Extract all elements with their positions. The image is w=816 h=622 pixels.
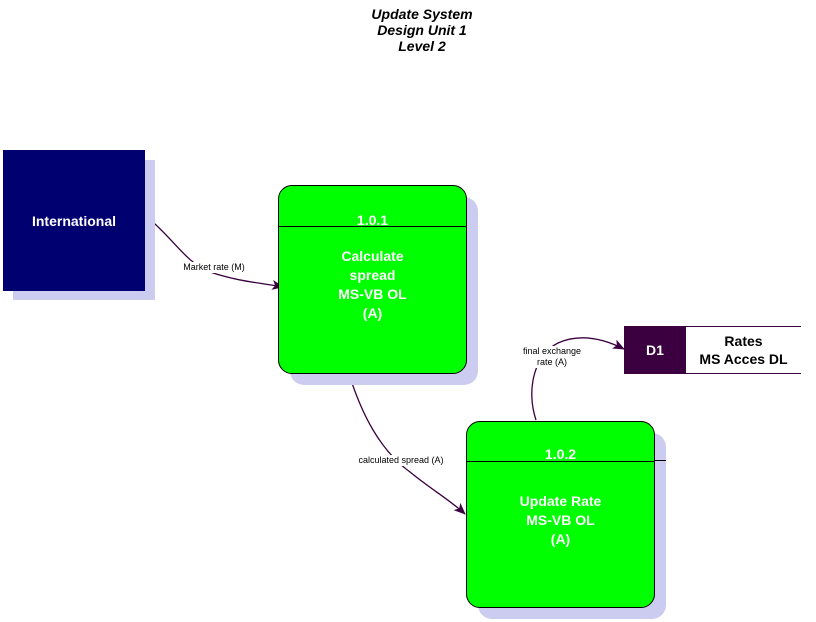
process-name-line: (A) <box>550 531 571 547</box>
process-update-rate[interactable]: 1.0.2 Update Rate MS-VB OL (A) <box>466 421 655 608</box>
flow-label-line: calculated spread (A) <box>358 455 444 465</box>
process-name-line: MS-VB OL <box>526 512 595 528</box>
process-id: 1.0.1 <box>356 212 389 228</box>
process-name-line: MS-VB OL <box>338 286 407 302</box>
process-calculate-spread[interactable]: 1.0.1 Calculate spread MS-VB OL (A) <box>278 185 467 374</box>
flow-label-line: final exchange <box>522 346 582 356</box>
process-name-line: (A) <box>362 305 383 321</box>
flow-label-line: rate (A) <box>536 357 567 367</box>
process-name: Calculate spread MS-VB OL (A) <box>279 247 466 323</box>
flow-calculated-spread-line <box>348 373 466 515</box>
title-line-2: Design Unit 1 <box>377 22 467 38</box>
flow-label-calculated-spread: calculated spread (A) <box>346 455 456 466</box>
data-store-id[interactable]: D1 <box>624 326 686 374</box>
data-store-id-label: D1 <box>646 342 664 358</box>
process-divider <box>279 226 466 227</box>
data-store-name-line: MS Acces DL <box>699 351 788 367</box>
entity-label: International <box>31 212 116 229</box>
process-name-line: Update Rate <box>519 493 602 509</box>
title-line-3: Level 2 <box>398 38 446 54</box>
process-divider <box>467 461 654 462</box>
flow-label-final-exchange-rate: final exchange rate (A) <box>512 346 592 368</box>
data-store-name[interactable]: Rates MS Acces DL <box>686 326 801 374</box>
flow-label-market-rate: Market rate (M) <box>176 262 252 273</box>
flow-label-line: Market rate (M) <box>183 262 245 272</box>
process-name: Update Rate MS-VB OL (A) <box>467 492 654 549</box>
flow-market-rate-line <box>144 214 284 290</box>
diagram-title: Update System Design Unit 1 Level 2 <box>322 6 522 54</box>
external-entity-international[interactable]: International <box>3 150 145 291</box>
data-store-name-line: Rates <box>724 333 763 349</box>
process-name-line: Calculate <box>341 248 404 264</box>
title-line-1: Update System <box>371 6 473 22</box>
process-name-line: spread <box>349 267 396 283</box>
flow-final-exchange-rate-line <box>531 337 625 421</box>
process-divider-extension <box>654 460 666 461</box>
process-id: 1.0.2 <box>544 446 577 462</box>
